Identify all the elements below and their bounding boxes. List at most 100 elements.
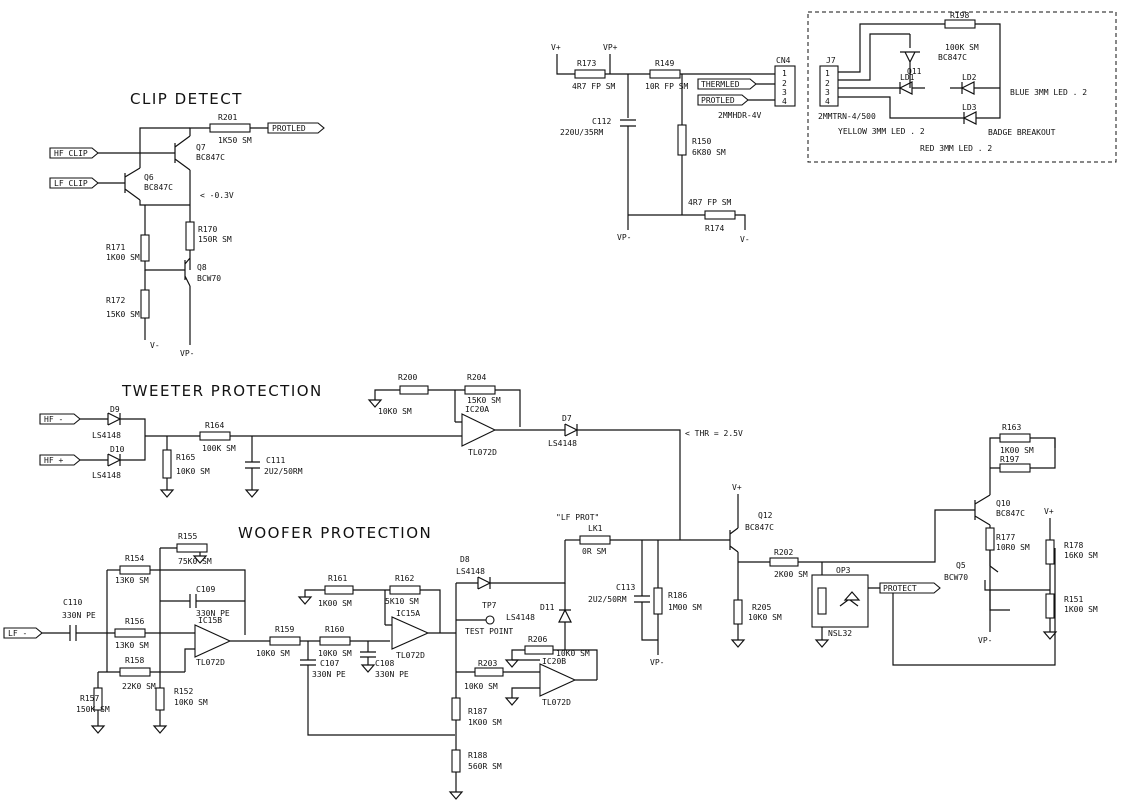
c108-ref: C108 (375, 659, 394, 668)
c111-ref: C111 (266, 456, 285, 465)
c110-value: 330N PE (62, 611, 96, 620)
r198-resistor (944, 19, 976, 29)
clip-detect-section: CLIP DETECT HF CLIP LF CLIP PROTLED R201… (49, 90, 325, 358)
r163-resistor (999, 433, 1031, 443)
r155-ref: R155 (178, 532, 197, 541)
r149-value: 10R FP SM (645, 82, 689, 91)
r159-resistor (269, 636, 301, 646)
r178-ref: R178 (1064, 541, 1083, 550)
d9-type: LS4148 (92, 431, 121, 440)
r171-ref: R171 (106, 243, 125, 252)
r161-ref: R161 (328, 574, 347, 583)
r186-resistor (653, 587, 663, 615)
r200-ref: R200 (398, 373, 417, 382)
red-led-label: RED 3MM LED . 2 (920, 144, 992, 153)
output-section: V+ Q12 BC847C R205 10K0 SM R202 2K00 SM … (720, 423, 1098, 666)
r202-value: 2K00 SM (774, 570, 808, 579)
r173-value: 4R7 FP SM (572, 82, 616, 91)
q5-ref: Q5 (956, 561, 966, 570)
r206-resistor (524, 645, 554, 655)
r206-value: 10K0 SM (556, 649, 590, 658)
r151-value: 1K00 SM (1064, 605, 1098, 614)
r201-ref: R201 (218, 113, 237, 122)
r177-resistor (985, 527, 995, 551)
r202-resistor (769, 557, 799, 567)
j7-type: 2MMTRN-4/500 (818, 112, 876, 121)
lk1-link (579, 535, 611, 545)
r163-ref: R163 (1002, 423, 1021, 432)
j7-connector (819, 65, 839, 107)
r198-value: 100K SM (945, 43, 979, 52)
lf-minus-port (3, 627, 43, 639)
ic15a-type: TL072D (396, 651, 425, 660)
r177-ref: R177 (996, 533, 1015, 542)
ic15a-ref: IC15A (396, 609, 420, 618)
r154-resistor (119, 565, 151, 575)
r177-value: 10R0 SM (996, 543, 1030, 552)
r206-ref: R206 (528, 635, 547, 644)
r173-resistor (574, 69, 606, 79)
r173-ref: R173 (577, 59, 596, 68)
r150-resistor (677, 124, 687, 156)
ic15b-type: TL072D (196, 658, 225, 667)
protled-port-2 (697, 94, 749, 106)
vp-minus-rail-2: VP- (617, 233, 631, 242)
hf-clip-label: HF CLIP (54, 149, 88, 158)
op3-type: NSL32 (828, 629, 852, 638)
c113-value: 2U2/50RM (588, 595, 627, 604)
thermled-port (697, 78, 757, 90)
r163-value: 1K00 SM (1000, 446, 1034, 455)
r159-ref: R159 (275, 625, 294, 634)
j7-pin-3: 3 (825, 88, 830, 97)
cn4-pin-3: 3 (782, 88, 787, 97)
r174-resistor (704, 210, 736, 220)
vp-minus-rail-4: VP- (978, 636, 992, 645)
q10-ref: Q10 (996, 499, 1011, 508)
d10-ref: D10 (110, 445, 125, 454)
clip-detect-title: CLIP DETECT (130, 90, 243, 108)
vp-minus-rail-1: VP- (180, 349, 194, 358)
ground-symbols (90, 399, 1058, 800)
ic20a-type: TL072D (468, 448, 497, 457)
r160-ref: R160 (325, 625, 344, 634)
woofer-title: WOOFER PROTECTION (238, 524, 432, 542)
q11-type: BC847C (938, 53, 967, 62)
tweeter-title: TWEETER PROTECTION (121, 382, 323, 400)
tp7-test-point (485, 615, 495, 625)
protect-label: PROTECT (883, 584, 917, 593)
r204-ref: R204 (467, 373, 486, 382)
ld3-ref: LD3 (962, 103, 977, 112)
r162-resistor (389, 585, 421, 595)
c109-value: 330N PE (196, 609, 230, 618)
protled-port-1 (267, 122, 325, 134)
r197-ref: R197 (1000, 455, 1019, 464)
v-minus-rail-1: V- (150, 341, 160, 350)
badge-breakout-label: BADGE BREAKOUT (988, 128, 1056, 137)
c110-ref: C110 (63, 598, 82, 607)
j7-pin-4: 4 (825, 97, 830, 106)
r164-resistor (199, 431, 231, 441)
r171-resistor (140, 234, 150, 262)
r200-resistor (399, 385, 429, 395)
r154-value: 13K0 SM (115, 576, 149, 585)
v-plus-rail-1: V+ (551, 43, 561, 52)
r165-value: 10K0 SM (176, 467, 210, 476)
hf-plus-label: HF + (44, 456, 63, 465)
r156-value: 13K0 SM (115, 641, 149, 650)
cn4-pin-1: 1 (782, 69, 787, 78)
ic20a-ref: IC20A (465, 405, 489, 414)
q12-ref: Q12 (758, 511, 773, 520)
c108-value: 330N PE (375, 670, 409, 679)
c112-ref: C112 (592, 117, 611, 126)
r150-value: 6K80 SM (692, 148, 726, 157)
r186-ref: R186 (668, 591, 687, 600)
d9-ref: D9 (110, 405, 120, 414)
r203-ref: R203 (478, 659, 497, 668)
q8-type: BCW70 (197, 274, 221, 283)
c113-ref: C113 (616, 583, 635, 592)
cn4-pin-2: 2 (782, 79, 787, 88)
d11-type: LS4148 (506, 613, 535, 622)
protect-port (879, 582, 941, 594)
lf-prot-label: "LF PROT" (556, 513, 599, 522)
r202-ref: R202 (774, 548, 793, 557)
